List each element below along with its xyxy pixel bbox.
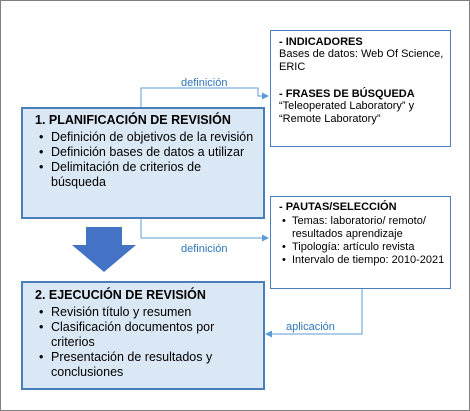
- planning-item: Definición bases de datos a utilizar: [39, 145, 257, 160]
- label-application: aplicación: [286, 321, 335, 333]
- phrases-title: - FRASES DE BÚSQUEDA: [279, 88, 415, 100]
- execution-box: 2. EJECUCIÓN DE REVISIÓN Revisión título…: [21, 281, 265, 390]
- execution-item: Presentación de resultados y conclusione…: [39, 350, 257, 380]
- planning-list: Definición de objetivos de la revisión D…: [35, 130, 257, 190]
- label-definition-middle: definición: [181, 243, 228, 255]
- indicators-title: - INDICADORES: [279, 36, 363, 48]
- planning-title: 1. PLANIFICACIÓN DE REVISIÓN: [35, 113, 231, 127]
- guidelines-item: Temas: laboratorio/ remoto/ resultados a…: [282, 215, 446, 241]
- connector-planning-to-guidelines: [140, 219, 269, 242]
- label-definition-top: definición: [181, 77, 228, 89]
- guidelines-item: Tipología: artículo revista: [282, 241, 446, 254]
- connector-guidelines-to-execution: [265, 289, 363, 338]
- indicators-text: Bases de datos: Web Of Science, ERIC: [279, 48, 444, 73]
- execution-item: Clasificación documentos por criterios: [39, 320, 257, 350]
- execution-item: Revisión título y resumen: [39, 305, 257, 320]
- guidelines-list: Temas: laboratorio/ remoto/ resultados a…: [279, 215, 446, 267]
- indicators-box: - INDICADORES Bases de datos: Web Of Sci…: [270, 30, 451, 147]
- execution-title: 2. EJECUCIÓN DE REVISIÓN: [35, 288, 206, 302]
- planning-item: Delimitación de criterios de búsqueda: [39, 160, 257, 190]
- phrases-text: “Teleoperated Laboratory” y “Remote Labo…: [279, 100, 415, 125]
- planning-box: 1. PLANIFICACIÓN DE REVISIÓN Definición …: [21, 107, 265, 219]
- guidelines-item: Intervalo de tiempo: 2010-2021: [282, 254, 446, 267]
- planning-item: Definición de objetivos de la revisión: [39, 130, 257, 145]
- connector-planning-to-indicators: [140, 87, 269, 107]
- guidelines-box: - PAUTAS/SELECCIÓN Temas: laboratorio/ r…: [270, 196, 451, 289]
- execution-list: Revisión título y resumen Clasificación …: [35, 305, 257, 380]
- down-arrow-icon: [72, 227, 136, 272]
- guidelines-title: - PAUTAS/SELECCIÓN: [279, 201, 397, 213]
